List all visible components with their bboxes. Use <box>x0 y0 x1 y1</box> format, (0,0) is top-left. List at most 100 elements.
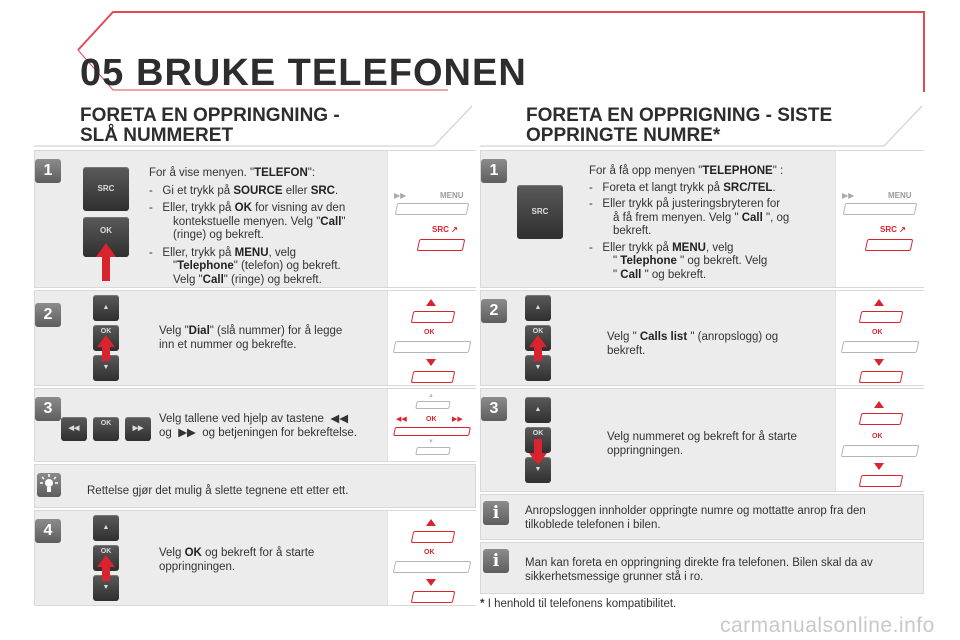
left-step3-text: Velg tallene ved hjelp av tastene ◀◀ og … <box>159 413 357 439</box>
left-step1-display: ▶▶ MENU SRC ↗ <box>387 151 476 287</box>
red-arrow-icon <box>96 555 116 581</box>
menu-indicator-icon: ▶▶ <box>394 191 407 200</box>
down-arrow-icon <box>874 463 884 470</box>
menu-label: MENU <box>888 191 912 200</box>
step-badge: 3 <box>481 397 507 421</box>
down-arrow-icon <box>426 359 436 366</box>
right-info2-panel: i Man kan foreta en oppringning direkte … <box>480 542 924 594</box>
top-slot <box>410 531 456 543</box>
ok-label: OK <box>424 329 435 336</box>
mid-slot <box>840 445 920 457</box>
src-button[interactable]: SRC <box>83 167 129 211</box>
step-badge: 2 <box>35 303 61 327</box>
right-step3-display: OK <box>835 389 924 491</box>
right-info2-text: Man kan foreta en oppringning direkte fr… <box>525 557 873 583</box>
up-button[interactable]: ▲ <box>93 295 119 321</box>
bottom-slot <box>410 591 456 603</box>
down-arrow-icon <box>874 359 884 366</box>
menu-slot <box>394 203 470 215</box>
red-arrow-icon <box>95 243 117 281</box>
top-slot <box>415 401 451 409</box>
left-step1-panel: 1 SRC OK For å vise menyen. "TELEFON": -… <box>34 150 476 288</box>
right-step2-panel: 2 ▲ OK ▼ Velg " Calls list " (anropslogg… <box>480 290 924 386</box>
footnote: * I henhold til telefonens kompatibilite… <box>480 598 677 610</box>
info-icon: i <box>483 501 509 525</box>
step-badge: 1 <box>35 159 61 183</box>
src-slot <box>416 239 466 251</box>
red-arrow-icon <box>96 335 116 361</box>
up-arrow-grey-icon: ▲ <box>428 393 434 399</box>
red-arrow-icon <box>528 335 548 361</box>
red-arrow-icon <box>528 439 548 465</box>
step-badge: 4 <box>35 519 61 543</box>
ok-button[interactable]: OK <box>93 417 119 441</box>
up-arrow-icon <box>426 519 436 526</box>
bottom-slot <box>415 447 451 455</box>
chapter-frame-icon <box>77 11 925 92</box>
forward-button[interactable]: ▶▶ <box>125 417 151 441</box>
right-step1-panel: 1 SRC For å få opp menyen "TELEPHONE" : … <box>480 150 924 288</box>
right-heading-underline <box>480 100 924 148</box>
down-arrow-icon <box>426 579 436 586</box>
right-info1-panel: i Anropsloggen innholder oppringte numre… <box>480 494 924 540</box>
footnote-star: * <box>480 598 485 610</box>
left-heading-1: FORETA EN OPPRINGNING - <box>80 105 340 126</box>
src-label: SRC ↗ <box>432 225 458 234</box>
forward-red-icon: ▶▶ <box>452 416 463 423</box>
left-step2-text: Velg "Dial" (slå nummer) for å legge inn… <box>159 325 343 351</box>
left-step2-display: OK <box>387 291 476 385</box>
top-slot <box>410 311 456 323</box>
chapter-title: BRUKE TELEFONEN <box>136 52 527 94</box>
mid-slot <box>392 561 472 573</box>
bottom-slot <box>858 371 904 383</box>
right-step2-text: Velg " Calls list " (anropslogg) og bekr… <box>607 331 779 357</box>
bottom-slot <box>410 371 456 383</box>
chapter-number: 05 <box>80 52 125 94</box>
up-button[interactable]: ▲ <box>93 515 119 541</box>
right-step1-display: ▶▶ MENU SRC ↗ <box>835 151 924 287</box>
menu-indicator-icon: ▶▶ <box>842 191 855 200</box>
up-arrow-icon <box>874 401 884 408</box>
rewind-button[interactable]: ◀◀ <box>61 417 87 441</box>
up-button[interactable]: ▲ <box>525 397 551 423</box>
left-heading-2: SLÅ NUMMERET <box>80 125 234 146</box>
src-label: SRC ↗ <box>880 225 906 234</box>
left-heading-underline <box>34 100 474 148</box>
menu-label: MENU <box>440 191 464 200</box>
mid-slot <box>840 341 920 353</box>
left-tip-text: Rettelse gjør det mulig å slette tegnene… <box>87 485 349 497</box>
rewind-icon: ◀◀ <box>330 413 349 425</box>
step-badge: 3 <box>35 397 61 421</box>
right-step3-panel: 3 ▲ OK ▼ Velg nummeret og bekreft for å … <box>480 388 924 492</box>
watermark: carmanualsonline.info <box>720 614 935 637</box>
lightbulb-icon <box>37 473 61 497</box>
info-icon: i <box>483 549 509 573</box>
left-step2-panel: 2 ▲ OK ▼ Velg "Dial" (slå nummer) for å … <box>34 290 476 386</box>
left-step4-display: OK <box>387 511 476 605</box>
ok-label: OK <box>872 329 883 336</box>
left-step4-text: Velg OK og bekreft for å starte oppringn… <box>159 547 315 573</box>
src-slot <box>864 239 914 251</box>
right-step2-display: OK <box>835 291 924 385</box>
left-step4-panel: 4 ▲ OK ▼ Velg OK og bekreft for å starte… <box>34 510 476 606</box>
bottom-slot <box>858 475 904 487</box>
up-button[interactable]: ▲ <box>525 295 551 321</box>
right-heading-1: FORETA EN OPPRIGNING - SISTE <box>526 105 833 126</box>
mid-slot <box>393 427 471 436</box>
ok-label: OK <box>426 416 437 423</box>
menu-slot <box>842 203 918 215</box>
ok-label: OK <box>872 433 883 440</box>
left-tip-panel: Rettelse gjør det mulig å slette tegnene… <box>34 464 476 508</box>
right-heading-2: OPPRINGTE NUMRE* <box>526 125 721 146</box>
left-step1-text: For å vise menyen. "TELEFON": - Gi et tr… <box>149 167 346 286</box>
src-button[interactable]: SRC <box>517 185 563 239</box>
left-step3-display: ▲ ◀◀ OK ▶▶ ▼ <box>387 389 476 461</box>
chapter-header-frame <box>18 10 926 92</box>
top-slot <box>858 413 904 425</box>
left-step3-panel: 3 ◀◀ OK ▶▶ Velg tallene ved hjelp av tas… <box>34 388 476 462</box>
top-slot <box>858 311 904 323</box>
step-badge: 2 <box>481 299 507 323</box>
mid-slot <box>392 341 472 353</box>
up-arrow-icon <box>426 299 436 306</box>
down-arrow-grey-icon: ▼ <box>428 439 434 445</box>
